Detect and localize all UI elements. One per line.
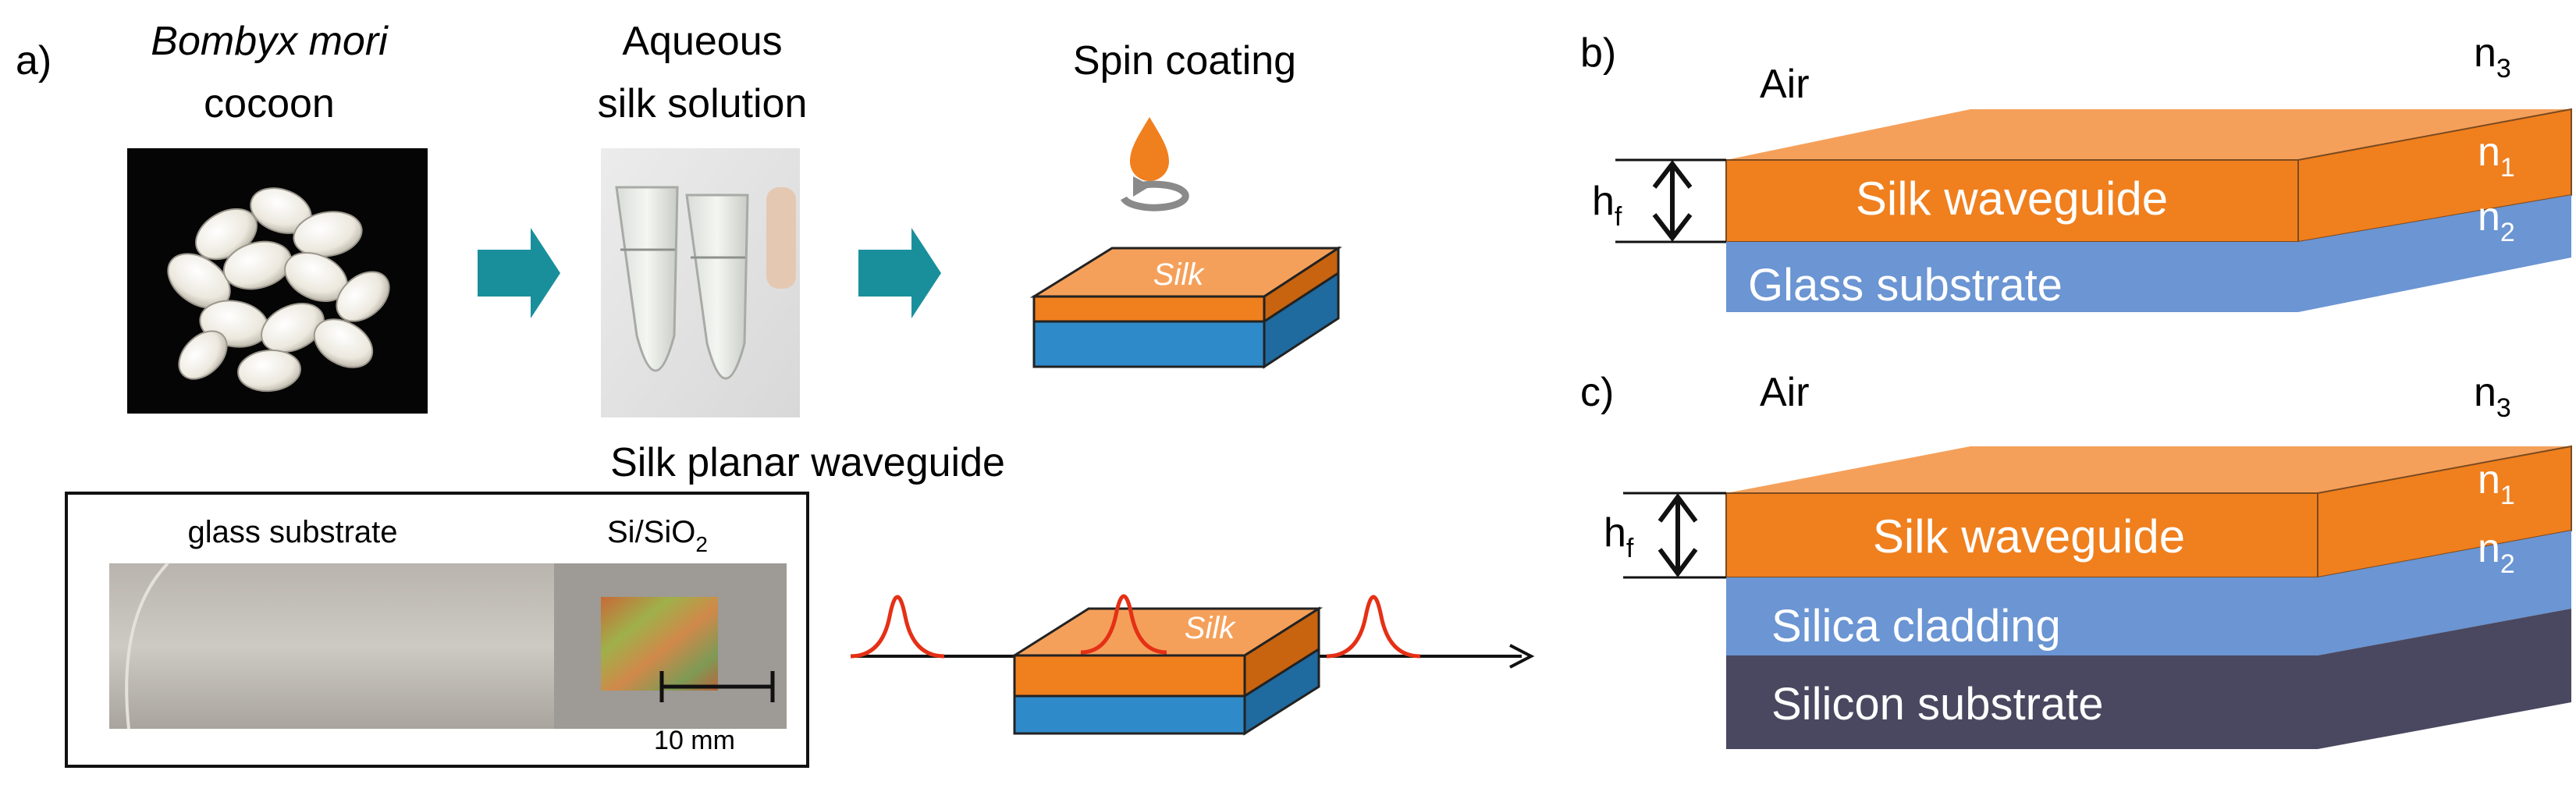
axis-arrowhead-icon <box>1509 644 1535 669</box>
spin-coating-title: Spin coating <box>1073 38 1296 83</box>
scale-bar-label: 10 mm <box>654 726 735 755</box>
panel-c-label: c) <box>1580 370 1614 415</box>
sample-photo <box>109 562 787 730</box>
panel-c-hf: hf <box>1604 510 1634 563</box>
photo-label-glass: glass substrate <box>187 515 397 549</box>
panel-c-n3: n3 <box>2474 370 2511 423</box>
spin-block-label: Silk <box>1153 257 1205 292</box>
panel-b-n3: n3 <box>2474 30 2511 83</box>
cocoon-title-line2: cocoon <box>204 81 335 126</box>
spin-coated-block: Silk <box>1029 246 1343 369</box>
droplet-icon <box>1130 117 1169 181</box>
panel-a-label: a) <box>16 38 52 83</box>
right-arrow-icon <box>858 228 941 318</box>
rotation-arrow-head-icon <box>1133 176 1151 197</box>
solution-title-line2: silk solution <box>598 81 808 126</box>
input-pulse <box>850 595 945 659</box>
panel-b-label: b) <box>1580 30 1616 76</box>
panel-b-glass-label: Glass substrate <box>1748 260 2063 311</box>
panel-b-n2: n2 <box>2478 194 2515 247</box>
panel-c-n1: n1 <box>2478 457 2515 510</box>
guided-pulse <box>1080 594 1167 655</box>
rotation-arrow-icon <box>1121 180 1189 211</box>
panel-b-silk-label: Silk waveguide <box>1856 172 2168 225</box>
planar-waveguide-title: Silk planar waveguide <box>610 440 1005 485</box>
panel-c-air: Air <box>1760 370 1810 415</box>
photo-label-si: Si/SiO2 <box>607 515 708 556</box>
right-arrow-icon <box>478 228 560 318</box>
panel-b-air: Air <box>1760 62 1810 107</box>
panel-b-n1: n1 <box>2478 130 2515 183</box>
panel-c-layer-stack <box>1725 445 2572 749</box>
waveguide-block: Silk <box>1010 606 1324 736</box>
solution-title-line1: Aqueous <box>622 19 782 64</box>
panel-c-n2: n2 <box>2478 526 2515 579</box>
panel-c-silica-label: Silica cladding <box>1771 601 2061 652</box>
waveguide-block-label: Silk <box>1185 611 1236 645</box>
panel-b-layer-stack <box>1725 108 2572 312</box>
panel-b-hf: hf <box>1592 179 1622 232</box>
panel-c-silk-label: Silk waveguide <box>1873 510 2185 563</box>
output-pulse <box>1326 595 1421 659</box>
silk-solution-photo <box>601 148 800 417</box>
cocoon-photo <box>127 148 428 414</box>
cocoon-title-line1: Bombyx mori <box>151 19 389 64</box>
panel-c-silicon-label: Silicon substrate <box>1771 679 2104 730</box>
